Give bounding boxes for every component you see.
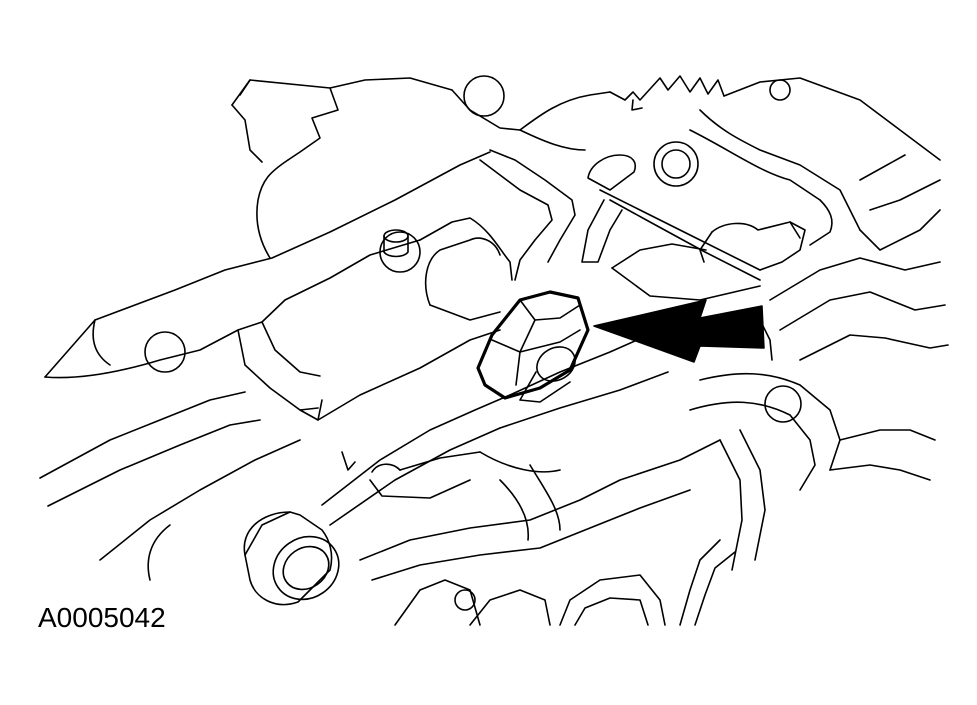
bushing [243, 511, 340, 606]
figure-id-label: A0005042 [38, 602, 166, 633]
pointer-arrow-icon [593, 299, 765, 363]
lower-left-channels [39, 391, 301, 581]
upper-left-casting [231, 77, 521, 259]
hex-nut-icon [476, 290, 590, 403]
locating-pin [379, 229, 421, 273]
mounting-hole-upper-right [653, 141, 699, 187]
mounting-hole-top [463, 75, 505, 117]
roll-pin [581, 154, 761, 281]
mounting-hole-right [764, 385, 802, 423]
upper-right-casting [689, 77, 941, 251]
valve-body [317, 217, 669, 526]
left-arm [44, 151, 491, 421]
right-channels [689, 257, 949, 571]
mounting-hole-left [144, 331, 186, 373]
right-slider [611, 221, 806, 301]
lower-center-channels [359, 439, 736, 626]
center-ribs [479, 75, 725, 281]
